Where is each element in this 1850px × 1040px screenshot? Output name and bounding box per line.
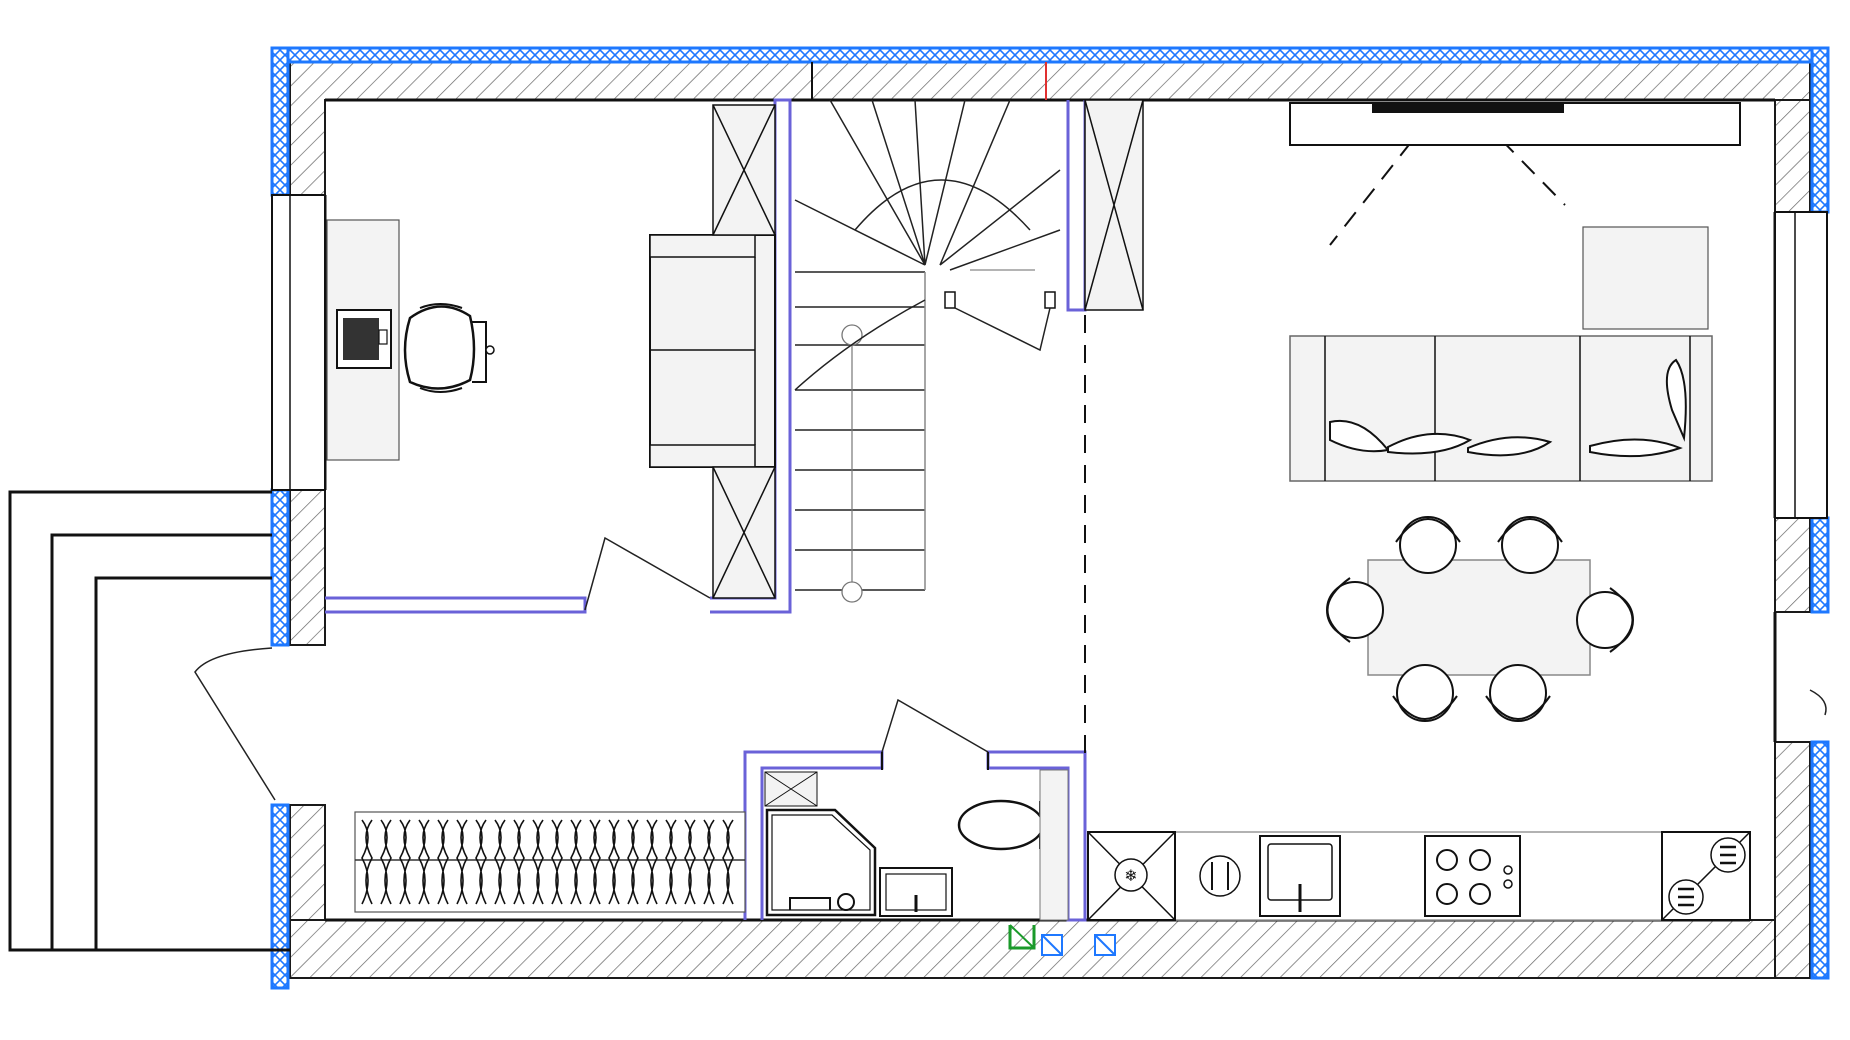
bathroom — [764, 698, 1069, 921]
door-icon — [584, 536, 711, 611]
radiator-fin — [418, 819, 430, 905]
shower-icon — [764, 771, 877, 917]
radiator-fin — [513, 819, 525, 905]
sink-icon — [1259, 835, 1341, 917]
radiator-fin — [703, 819, 715, 905]
tv-icon — [1372, 104, 1564, 113]
armchair-icon — [649, 234, 776, 468]
window-icon — [271, 194, 1828, 519]
svg-text:❄: ❄ — [1124, 866, 1137, 885]
radiator-fin — [361, 819, 373, 905]
wardrobe — [712, 99, 1144, 599]
radiator-fin — [437, 819, 449, 905]
radiator-fin — [684, 819, 696, 905]
green-marker — [1008, 925, 1036, 950]
radiator-fin — [722, 819, 734, 905]
living-room — [1289, 102, 1827, 722]
radiator-fins — [361, 819, 734, 905]
kitchen-counter — [1087, 831, 1751, 921]
radiator-fin — [456, 819, 468, 905]
office-chair-icon — [403, 303, 495, 393]
fridge-icon: ❄ — [1087, 831, 1176, 921]
hob-icon — [1424, 835, 1521, 917]
door-icon — [881, 698, 989, 753]
kitchen: ❄ — [1087, 831, 1751, 921]
sofa-icon — [1289, 335, 1713, 482]
radiator-fin — [532, 819, 544, 905]
partitions — [325, 98, 1087, 922]
door-icon — [1809, 689, 1827, 716]
dishwasher-icon — [1199, 855, 1241, 897]
zone-divider — [1084, 117, 1566, 755]
insulation-layer — [270, 46, 1830, 990]
radiator-fin — [380, 819, 392, 905]
door-icon — [194, 647, 276, 801]
radiator-fin — [551, 819, 563, 905]
office-room — [326, 99, 1144, 611]
side-table — [1582, 226, 1709, 330]
sink-icon — [879, 867, 953, 917]
radiator-fin — [494, 819, 506, 905]
radiator-fin — [627, 819, 639, 905]
radiator-fin — [665, 819, 677, 905]
chair-icon — [1326, 516, 1634, 722]
radiator-icon — [354, 811, 746, 913]
laptop-icon — [336, 309, 392, 369]
radiator-fin — [475, 819, 487, 905]
radiator-fin — [646, 819, 658, 905]
ventilation-markers — [1008, 924, 1116, 956]
radiator-fin — [570, 819, 582, 905]
radiator-fin — [608, 819, 620, 905]
dining-table-icon — [1367, 559, 1591, 676]
entrance-steps — [8, 490, 290, 952]
stair-icon — [794, 99, 1061, 603]
washing-machine-icon — [1661, 831, 1751, 921]
radiator-fin — [399, 819, 411, 905]
radiator-fin — [589, 819, 601, 905]
